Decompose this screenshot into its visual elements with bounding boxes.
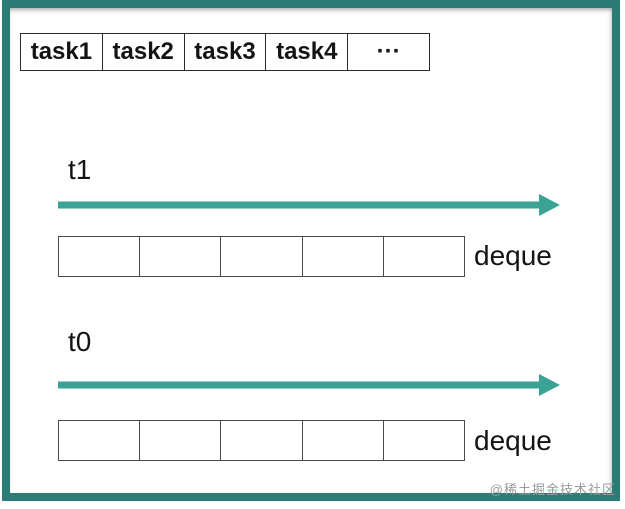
task-cell-3: task3	[185, 34, 267, 70]
deque-label-t1: deque	[474, 239, 552, 271]
deque-slot	[140, 237, 222, 276]
task-cell-1: task1	[21, 34, 103, 70]
deque-label-t0: deque	[474, 424, 552, 456]
deque-slot	[59, 237, 141, 276]
arrow-right-icon-t1	[58, 194, 560, 216]
teal-frame-border	[2, 0, 620, 501]
deque-row-t1	[58, 236, 465, 277]
task-cell-ellipsis: ···	[376, 38, 401, 65]
task-cell-2: task2	[103, 34, 185, 70]
deque-slot	[59, 421, 141, 460]
deque-slot	[384, 421, 464, 460]
arrow-right-icon-t0	[58, 374, 560, 396]
deque-slot	[384, 237, 464, 276]
deque-slot	[221, 421, 303, 460]
deque-row-t0	[58, 420, 465, 461]
thread-label-t0: t0	[68, 326, 92, 357]
deque-slot	[221, 237, 303, 276]
task-queue-table: task1 task2 task3 task4 ···	[20, 33, 430, 71]
task-cell-4: task4	[266, 34, 349, 70]
deque-slot	[303, 237, 384, 276]
thread-label-t1: t1	[68, 154, 92, 185]
deque-slot	[140, 421, 222, 460]
watermark-text: @稀土掘金技术社区	[489, 482, 616, 497]
deque-slot	[303, 421, 384, 460]
